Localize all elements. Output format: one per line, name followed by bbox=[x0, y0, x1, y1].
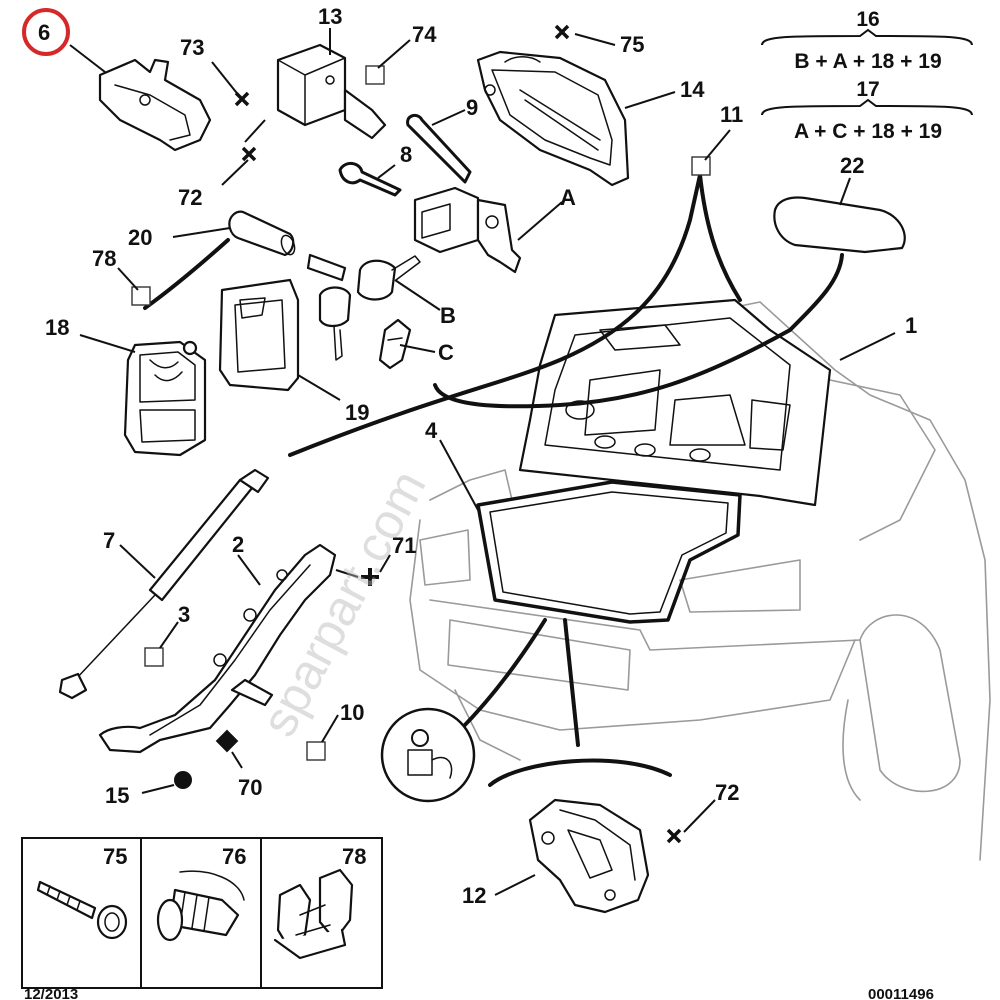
legend-label-78: 78 bbox=[342, 844, 366, 869]
label-22: 22 bbox=[840, 153, 864, 178]
part-12-latch bbox=[528, 798, 650, 914]
formula-17-expression: A + C + 18 + 19 bbox=[794, 120, 942, 143]
part-7-gas-strut bbox=[58, 468, 270, 700]
kit-formulas: 16 B + A + 18 + 19 17 A + C + 18 + 19 bbox=[761, 8, 973, 143]
screw-icon bbox=[36, 880, 128, 940]
label-7: 7 bbox=[103, 528, 115, 553]
tailgate-panel bbox=[518, 298, 832, 507]
part-22-pad bbox=[773, 196, 906, 254]
part-c-clip bbox=[378, 318, 412, 370]
fastener-legend: 75 76 78 bbox=[21, 837, 383, 989]
footer-reference: 00011496 bbox=[868, 986, 934, 1000]
label-9: 9 bbox=[466, 95, 478, 120]
label-72-top: 72 bbox=[178, 185, 202, 210]
legend-label-76: 76 bbox=[222, 844, 246, 869]
label-78: 78 bbox=[92, 246, 116, 271]
safety-release-icon bbox=[380, 707, 476, 803]
label-70: 70 bbox=[238, 775, 262, 800]
label-1: 1 bbox=[905, 313, 917, 338]
label-72-bottom: 72 bbox=[715, 780, 739, 805]
label-3: 3 bbox=[178, 602, 190, 627]
label-12: 12 bbox=[462, 883, 486, 908]
label-19: 19 bbox=[345, 400, 369, 425]
label-b: B bbox=[440, 303, 456, 328]
part-6-latch-bracket bbox=[98, 58, 212, 152]
part-13-actuator bbox=[276, 43, 387, 140]
label-18: 18 bbox=[45, 315, 69, 340]
part-2-hinge bbox=[98, 543, 337, 754]
label-11: 11 bbox=[720, 102, 743, 127]
label-15: 15 bbox=[105, 783, 129, 808]
formula-16-expression: B + A + 18 + 19 bbox=[794, 50, 941, 73]
label-74: 74 bbox=[412, 22, 437, 47]
label-2: 2 bbox=[232, 532, 244, 557]
part-19-surround bbox=[218, 278, 300, 392]
lock-mechanism-a bbox=[413, 186, 522, 274]
leader-lines bbox=[69, 28, 896, 896]
label-6: 6 bbox=[38, 20, 50, 45]
label-14: 14 bbox=[680, 77, 705, 102]
formula-16-number: 16 bbox=[856, 8, 879, 31]
label-73: 73 bbox=[180, 35, 204, 60]
label-c: C bbox=[438, 340, 454, 365]
label-4: 4 bbox=[425, 418, 438, 443]
footer-date: 12/2013 bbox=[24, 986, 78, 1000]
clip-icon bbox=[273, 868, 354, 960]
label-8: 8 bbox=[400, 142, 412, 167]
label-75: 75 bbox=[620, 32, 644, 57]
part-20-cylinder bbox=[228, 210, 296, 257]
legend-label-75: 75 bbox=[103, 844, 127, 869]
part-14-handle-housing bbox=[476, 50, 630, 187]
label-a: A bbox=[560, 185, 576, 210]
part-18-badge bbox=[123, 340, 207, 457]
formula-17-number: 17 bbox=[856, 78, 879, 101]
label-13: 13 bbox=[318, 4, 342, 29]
keys-b bbox=[306, 253, 421, 361]
boot-seal bbox=[476, 480, 742, 624]
cables bbox=[143, 173, 844, 787]
label-20: 20 bbox=[128, 225, 152, 250]
highlight-ring bbox=[22, 8, 70, 56]
label-71: 71 bbox=[392, 533, 416, 558]
rivet-icon bbox=[156, 870, 245, 942]
label-10: 10 bbox=[340, 700, 364, 725]
rods-8-9 bbox=[338, 113, 472, 197]
callout-labels: 6 13 74 73 75 14 72 9 8 A 11 20 78 22 B … bbox=[38, 4, 917, 908]
car-body-outline bbox=[409, 301, 991, 861]
